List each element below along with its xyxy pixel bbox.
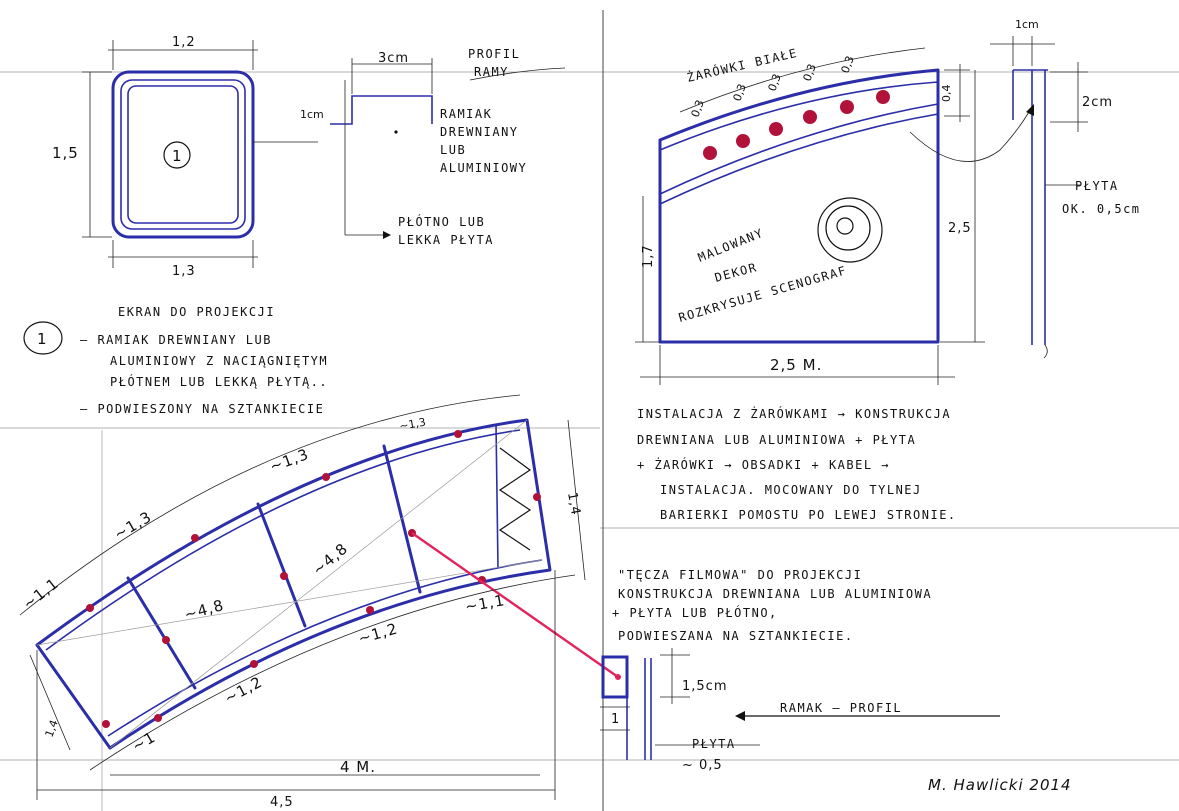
arch-spacing-5: 0,3 [839, 54, 857, 75]
curve-top-1: ~1,1 [19, 574, 62, 613]
film-note: "TĘCZA FILMOWA" DO PROJEKCJI KONSTRUKCJA… [612, 568, 932, 643]
profile-desc-4: ALUMINIOWY [440, 161, 527, 175]
arch-spacing-4: 0,3 [801, 62, 819, 83]
install-line-2: DREWNIANA LUB ALUMINIOWA + PŁYTA [637, 433, 916, 447]
frame-number: 1 [172, 147, 183, 165]
curve-bottom-3: ~1,2 [356, 619, 400, 647]
bulb-4 [803, 110, 817, 124]
profile-desc-2: DREWNIANY [440, 125, 519, 139]
bulb-3 [769, 122, 783, 136]
curve-width-dim-2: 4 M. [340, 758, 376, 776]
arch-decor-2: DEKOR [713, 260, 759, 285]
screen-number: 1 [37, 330, 48, 348]
install-line-5: BARIERKI POMOSTU PO LEWEJ STRONIE. [660, 508, 957, 522]
curve-diag-2: ~4,8 [309, 539, 352, 579]
side-label-2: OK. 0,5cm [1062, 202, 1141, 216]
arch-spacing-1: 0,3 [689, 98, 707, 119]
curve-right-dim: 1,4 [564, 491, 583, 517]
profile-title-1: PROFIL [468, 47, 520, 61]
film-line-1: "TĘCZA FILMOWA" DO PROJEKCJI [618, 568, 862, 582]
signature: M. Hawlicki 2014 [928, 776, 1072, 794]
screen-line-4: – PODWIESZONY NA SZTANKIECIE [80, 402, 324, 416]
profile-title-2: RAMY [474, 65, 509, 79]
curve-width-dim: 4,5 [270, 795, 294, 810]
side-mid-dim: 2cm [1082, 95, 1113, 110]
side-label-1: PŁYTA [1075, 179, 1119, 193]
side-top-dim: 1cm [1015, 18, 1039, 31]
curve-bottom-4: ~1,1 [464, 591, 507, 616]
small-plate-dim: ~ 0,5 [682, 758, 723, 773]
bulb-2 [736, 134, 750, 148]
profile-bottom-2: LEKKA PŁYTA [398, 233, 494, 247]
screen-note: EKRAN DO PROJEKCJI 1 – RAMIAK DREWNIANY … [23, 305, 328, 416]
bulb-6 [876, 90, 890, 104]
bulb-5 [840, 100, 854, 114]
arch-band-dim: 0,4 [940, 85, 953, 103]
screen-line-2: ALUMINIOWY Z NACIĄGNIĘTYM [110, 354, 328, 368]
install-line-1: INSTALACJA Z ŻARÓWKAMI → KONSTRUKCJA [637, 406, 951, 421]
screen-heading: EKRAN DO PROJEKCJI [118, 305, 275, 319]
install-line-3: + ŻARÓWKI → OBSADKI + KABEL → [637, 457, 890, 472]
arch-decor-1: MALOWANY [696, 226, 766, 265]
arch-decor-3: ROZKRYSUJE SCENOGRAF [677, 263, 849, 325]
profile-width-dim: 3cm [378, 51, 409, 66]
frame-left-dim: 1,5 [52, 144, 79, 162]
bulbs [703, 90, 890, 160]
curved-sketch: ~1,1 ~1,3 ~1,3 ~1,3 ~4,8 ~4,8 ~1 ~1,2 ~1… [19, 394, 621, 810]
screen-line-1: – RAMIAK DREWNIANY LUB [80, 333, 272, 347]
curve-top-2: ~1,3 [111, 508, 155, 544]
arch-spacing-2: 0,3 [731, 82, 749, 103]
film-line-2: KONSTRUKCJA DREWNIANA LUB ALUMINIOWA [618, 587, 932, 601]
arch-left-dim: 1,7 [641, 244, 656, 268]
screen-line-3: PŁÓTNEM LUB LEKKĄ PŁYTĄ.. [110, 374, 328, 389]
small-plate-label: PŁYTA [692, 737, 736, 751]
film-line-4: PODWIESZANA NA SZTANKIECIE. [618, 629, 854, 643]
curve-left-dim: 1,4 [43, 718, 61, 739]
curve-top-4: ~1,3 [398, 416, 427, 433]
small-left-dim: 1 [611, 712, 620, 727]
install-note: INSTALACJA Z ŻARÓWKAMI → KONSTRUKCJA DRE… [637, 406, 957, 522]
frame-sketch: 1,2 1,5 1,3 1 [52, 35, 318, 279]
frame-bottom-dim: 1,3 [172, 264, 196, 279]
small-arrow-label: RAMAK – PROFIL [780, 701, 902, 715]
small-profile: 1,5cm 1 RAMAK – PROFIL PŁYTA ~ 0,5 [600, 648, 1000, 773]
install-line-4: INSTALACJA. MOCOWANY DO TYLNEJ [660, 483, 922, 497]
curve-top-3: ~1,3 [267, 445, 311, 476]
profile-desc-1: RAMIAK [440, 107, 492, 121]
arch-spacing-3: 0,3 [766, 72, 784, 93]
curve-diag-1: ~4,8 [182, 596, 226, 624]
arch-right-dim: 2,5 [948, 221, 972, 236]
frame-top-dim: 1,2 [172, 35, 196, 50]
profile-bottom-1: PŁÓTNO LUB [398, 214, 485, 229]
profile-height-dim: 1cm [300, 108, 324, 121]
bulb-dots [86, 430, 541, 728]
arch-sketch: ŻARÓWKI BIAŁE 0,3 0,3 0,3 0,3 0,3 0,4 MA… [635, 18, 1141, 385]
profile-sketch: 1cm 3cm PROFIL RAMY RAMIAK DREWNIANY LUB… [300, 47, 566, 247]
small-top-dim: 1,5cm [682, 679, 728, 694]
profile-desc-3: LUB [440, 143, 466, 157]
bulb-1 [703, 146, 717, 160]
film-line-3: + PŁYTA LUB PŁÓTNO, [612, 605, 778, 620]
arch-bottom-dim: 2,5 M. [770, 356, 822, 374]
